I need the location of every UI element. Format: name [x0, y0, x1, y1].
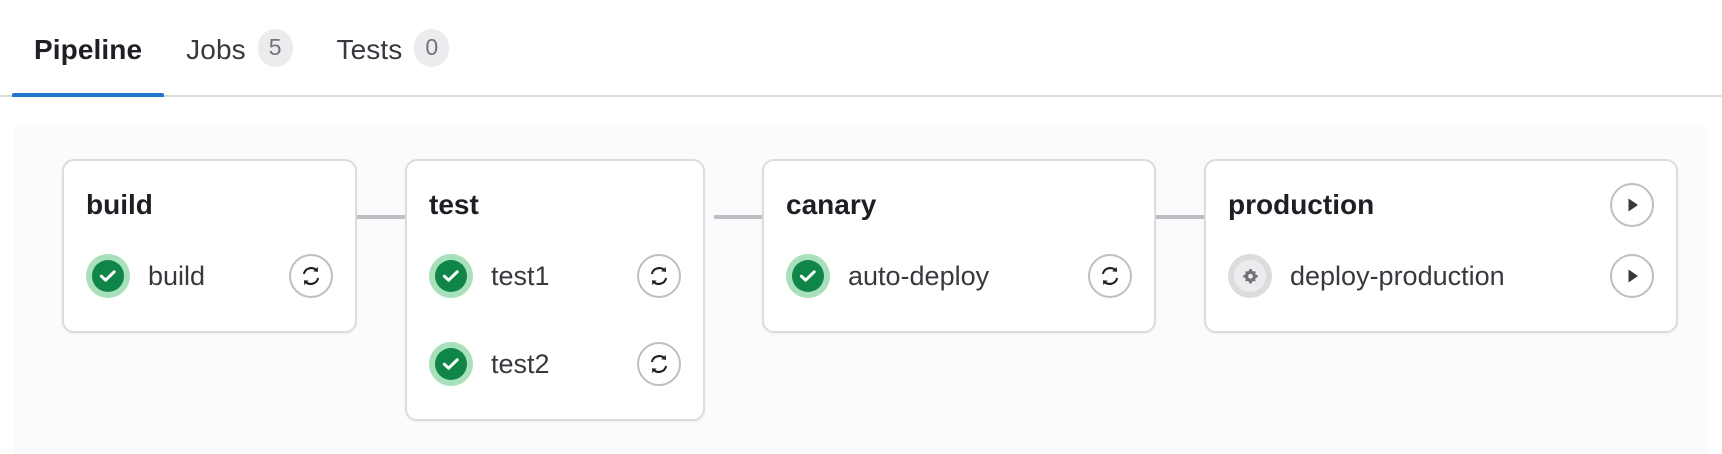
play-icon[interactable] — [1610, 183, 1654, 227]
job-row-test1[interactable]: test1 — [429, 243, 681, 309]
tab-tests[interactable]: Tests 0 — [315, 0, 472, 95]
status-success-icon — [429, 342, 473, 386]
tab-jobs-label: Jobs — [186, 33, 246, 65]
stage-title-build: build — [86, 189, 153, 220]
pipeline-tabbar: Pipeline Jobs 5 Tests 0 — [0, 0, 1722, 97]
job-label-auto-deploy: auto-deploy — [848, 260, 990, 291]
play-icon[interactable] — [1610, 254, 1654, 298]
connector-canary-production — [1156, 215, 1204, 219]
job-left-deploy-production: deploy-production — [1228, 254, 1505, 298]
tab-active-underline — [12, 93, 165, 97]
job-left-test2: test2 — [429, 342, 550, 386]
status-success-icon — [786, 254, 830, 298]
manual-gear-icon — [1228, 254, 1272, 298]
stage-card-test[interactable]: test test1 — [405, 159, 705, 421]
tab-pipeline-label: Pipeline — [34, 33, 143, 65]
job-left-build: build — [86, 254, 205, 298]
connector-test-canary — [714, 215, 762, 219]
job-row-deploy-production[interactable]: deploy-production — [1228, 243, 1654, 309]
retry-icon[interactable] — [1088, 254, 1132, 298]
pipeline-stages: build build — [14, 123, 1708, 454]
job-left-test1: test1 — [429, 254, 550, 298]
job-label-deploy-production: deploy-production — [1290, 260, 1505, 291]
status-success-icon — [86, 254, 130, 298]
job-label-test2: test2 — [491, 348, 550, 379]
stage-title-production: production — [1228, 189, 1375, 220]
retry-icon[interactable] — [637, 342, 681, 386]
pipeline-graph-canvas: build build — [14, 123, 1708, 454]
stage-title-canary: canary — [786, 189, 877, 220]
job-row-test2[interactable]: test2 — [429, 331, 681, 397]
job-row-auto-deploy[interactable]: auto-deploy — [786, 243, 1132, 309]
retry-icon[interactable] — [637, 254, 681, 298]
stage-card-canary[interactable]: canary auto-deploy — [762, 159, 1156, 333]
connector-build-test — [357, 215, 405, 219]
stage-card-build[interactable]: build build — [62, 159, 357, 333]
job-label-build: build — [148, 260, 206, 291]
stage-header-build: build — [86, 181, 333, 229]
stage-header-test: test — [429, 181, 681, 229]
retry-icon[interactable] — [289, 254, 333, 298]
stage-header-production: production — [1228, 181, 1654, 229]
stage-card-production[interactable]: production — [1204, 159, 1678, 333]
job-label-test1: test1 — [491, 260, 550, 291]
job-left-auto-deploy: auto-deploy — [786, 254, 989, 298]
tab-pipeline[interactable]: Pipeline — [12, 0, 165, 97]
status-success-icon — [429, 254, 473, 298]
stage-title-test: test — [429, 189, 479, 220]
tab-tests-label: Tests — [336, 33, 403, 65]
job-row-build[interactable]: build — [86, 243, 333, 309]
tab-tests-badge: 0 — [414, 28, 450, 67]
stage-header-canary: canary — [786, 181, 1132, 229]
tab-jobs[interactable]: Jobs 5 — [164, 0, 314, 95]
tab-jobs-badge: 5 — [257, 28, 293, 67]
